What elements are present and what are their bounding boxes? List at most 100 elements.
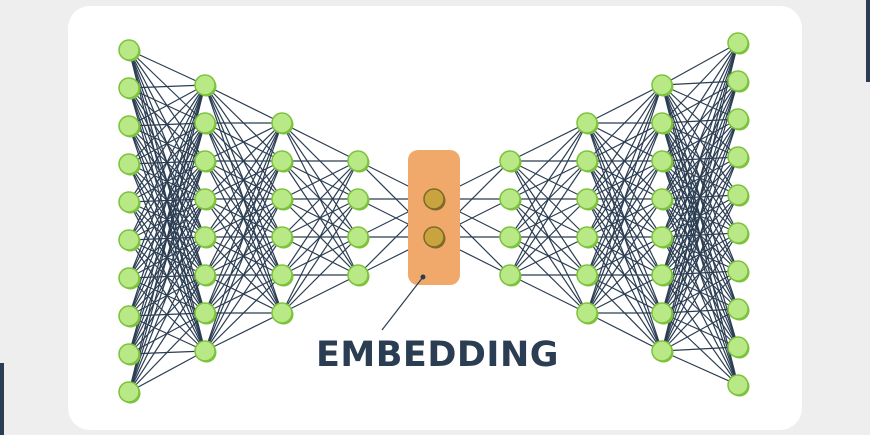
edge-line	[509, 274, 588, 314]
edge-line	[281, 274, 359, 314]
edge-line	[204, 122, 283, 162]
edge-line	[128, 84, 206, 279]
network-node	[118, 305, 140, 327]
edge-line	[128, 122, 206, 393]
network-node	[727, 298, 749, 320]
network-node	[576, 188, 598, 210]
network-nodes	[118, 32, 750, 404]
edge-line	[509, 122, 588, 276]
edge-line	[128, 84, 206, 165]
edge-line	[661, 270, 739, 352]
edge-line	[128, 84, 206, 355]
edge-line	[586, 160, 663, 314]
edge-line	[661, 42, 739, 238]
edge-line	[586, 84, 663, 314]
network-node	[271, 226, 293, 248]
edge-line	[281, 160, 359, 276]
network-node	[271, 264, 293, 286]
network-node	[651, 150, 673, 172]
edge-line	[661, 42, 739, 352]
edge-line	[281, 160, 359, 314]
network-node	[651, 74, 673, 96]
network-node	[651, 302, 673, 324]
edge-line	[128, 198, 206, 393]
edge-line	[204, 84, 283, 124]
edge-line	[128, 274, 206, 393]
edge-line	[661, 118, 739, 352]
network-node	[194, 112, 216, 134]
network-node	[118, 191, 140, 213]
edge-line	[586, 236, 663, 314]
edge-line	[509, 198, 588, 276]
edge-line	[128, 84, 206, 241]
network-node	[194, 302, 216, 324]
edge-line	[128, 84, 206, 127]
network-node	[499, 188, 521, 210]
network-node	[118, 343, 140, 365]
frame-edge-top-right	[866, 0, 870, 82]
network-node	[194, 74, 216, 96]
network-node	[651, 188, 673, 210]
edge-line	[661, 80, 739, 352]
edge-line	[204, 122, 283, 200]
network-node	[194, 188, 216, 210]
network-node	[651, 112, 673, 134]
edge-line	[204, 122, 283, 352]
edge-line	[204, 236, 283, 352]
network-node	[651, 264, 673, 286]
edge-line	[509, 160, 588, 276]
embedding-highlight-box	[408, 150, 460, 285]
edge-line	[586, 122, 663, 314]
edge-line	[128, 312, 206, 393]
network-node	[194, 340, 216, 362]
network-node	[118, 115, 140, 137]
edge-line	[509, 236, 588, 276]
network-node	[271, 302, 293, 324]
embedding-label: EMBEDDING	[316, 335, 559, 375]
network-node	[347, 264, 369, 286]
label-leader-line	[381, 276, 424, 331]
embedding-node	[423, 226, 445, 248]
edge-line	[204, 160, 283, 352]
edge-line	[204, 312, 283, 352]
edge-line	[128, 84, 206, 393]
edge-line	[281, 160, 359, 200]
network-node	[118, 153, 140, 175]
edge-line	[586, 84, 663, 200]
edge-line	[661, 42, 739, 86]
edge-line	[661, 42, 739, 276]
edge-line	[586, 274, 663, 314]
label-leader-dot	[420, 274, 426, 280]
edge-line	[128, 236, 206, 393]
edge-line	[281, 160, 359, 238]
network-node	[576, 264, 598, 286]
connection-edges	[128, 42, 739, 393]
edge-line	[661, 42, 739, 314]
edge-line	[204, 198, 283, 352]
edge-line	[586, 84, 663, 162]
edge-line	[281, 122, 359, 162]
network-node	[194, 264, 216, 286]
network-node	[499, 150, 521, 172]
network-node	[576, 302, 598, 324]
network-node	[727, 336, 749, 358]
network-node	[347, 150, 369, 172]
edge-line	[204, 274, 283, 352]
frame-edge-bottom-left	[0, 363, 4, 435]
network-node	[727, 260, 749, 282]
edge-line	[661, 350, 739, 386]
network-node	[727, 108, 749, 130]
network-node	[727, 184, 749, 206]
edge-line	[661, 156, 739, 352]
embedding-node	[423, 188, 445, 210]
network-node	[651, 340, 673, 362]
edge-line	[281, 198, 359, 314]
network-node	[576, 150, 598, 172]
edge-line	[586, 198, 663, 314]
network-node	[118, 229, 140, 251]
network-node	[118, 77, 140, 99]
network-node	[194, 150, 216, 172]
edge-line	[128, 84, 206, 89]
network-node	[727, 70, 749, 92]
